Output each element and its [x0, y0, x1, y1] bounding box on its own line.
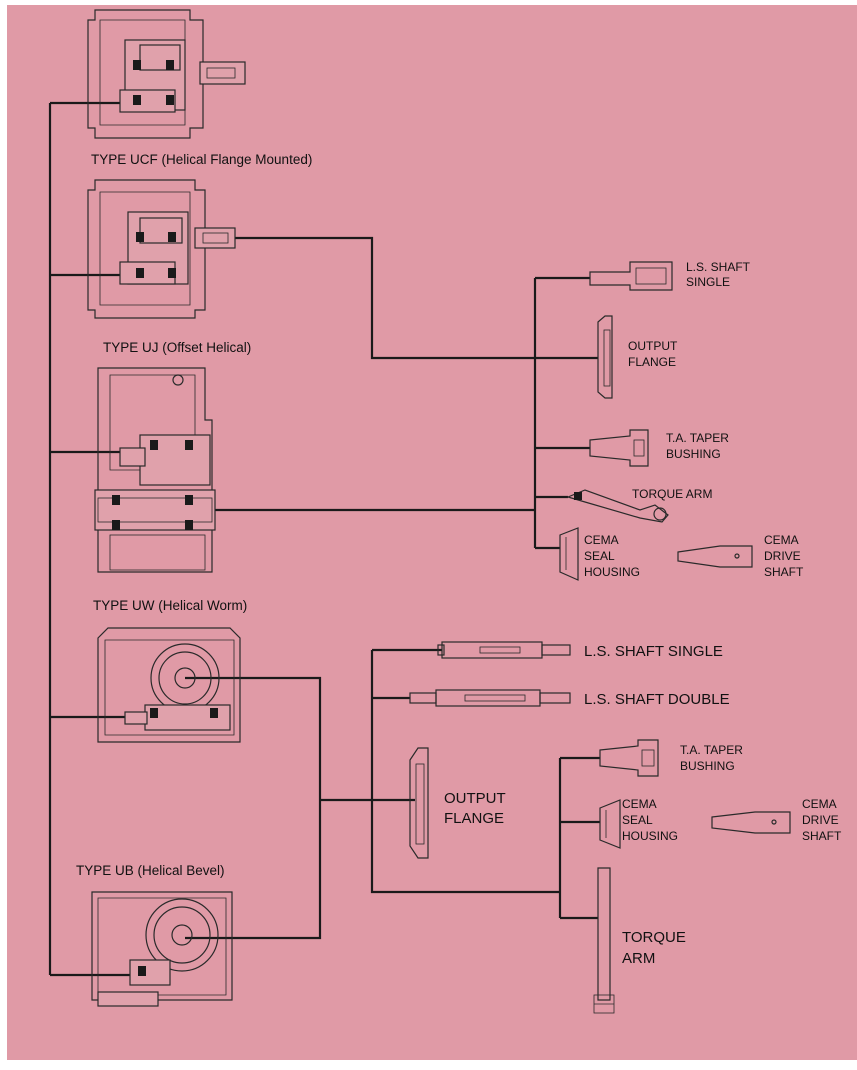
- cema-seal-housing-lower-label-1: CEMA: [622, 797, 657, 811]
- ls-shaft-single-upper-label-2: SINGLE: [686, 275, 730, 289]
- output-flange-upper-label-2: FLANGE: [628, 355, 676, 369]
- cema-seal-housing-upper-label-2: SEAL: [584, 549, 615, 563]
- torque-arm-lower-label-2: ARM: [622, 950, 655, 967]
- output-flange-upper-label-1: OUTPUT: [628, 339, 678, 353]
- ta-taper-bushing-lower-label-1: T.A. TAPER: [680, 743, 743, 757]
- cema-drive-shaft-upper-label-1: CEMA: [764, 533, 799, 547]
- torque-arm-upper-label: TORQUE ARM: [632, 487, 712, 501]
- cema-drive-shaft-upper-label-3: SHAFT: [764, 565, 804, 579]
- cema-seal-housing-lower-label-2: SEAL: [622, 813, 653, 827]
- ls-shaft-double-lower-label: L.S. SHAFT DOUBLE: [584, 691, 730, 708]
- type-uj-label: TYPE UJ (Offset Helical): [103, 340, 251, 355]
- ta-taper-bushing-upper-label-2: BUSHING: [666, 447, 721, 461]
- cema-drive-shaft-lower-label-2: DRIVE: [802, 813, 839, 827]
- type-uw-label: TYPE UW (Helical Worm): [93, 598, 247, 613]
- type-ucf-label: TYPE UCF (Helical Flange Mounted): [91, 152, 312, 167]
- cema-seal-housing-lower-label-3: HOUSING: [622, 829, 678, 843]
- output-flange-lower-label-1: OUTPUT: [444, 790, 506, 807]
- type-ub-label: TYPE UB (Helical Bevel): [76, 863, 225, 878]
- cema-seal-housing-upper-label-1: CEMA: [584, 533, 619, 547]
- torque-arm-lower-label-1: TORQUE: [622, 929, 686, 946]
- cema-seal-housing-upper-label-3: HOUSING: [584, 565, 640, 579]
- cema-drive-shaft-lower-label-3: SHAFT: [802, 829, 842, 843]
- ls-shaft-single-upper-label-1: L.S. SHAFT: [686, 260, 751, 274]
- ls-shaft-single-lower-label: L.S. SHAFT SINGLE: [584, 643, 723, 660]
- cema-drive-shaft-upper-label-2: DRIVE: [764, 549, 801, 563]
- cema-drive-shaft-lower-label-1: CEMA: [802, 797, 837, 811]
- ta-taper-bushing-lower-label-2: BUSHING: [680, 759, 735, 773]
- ta-taper-bushing-upper-label-1: T.A. TAPER: [666, 431, 729, 445]
- output-flange-lower-label-2: FLANGE: [444, 810, 504, 827]
